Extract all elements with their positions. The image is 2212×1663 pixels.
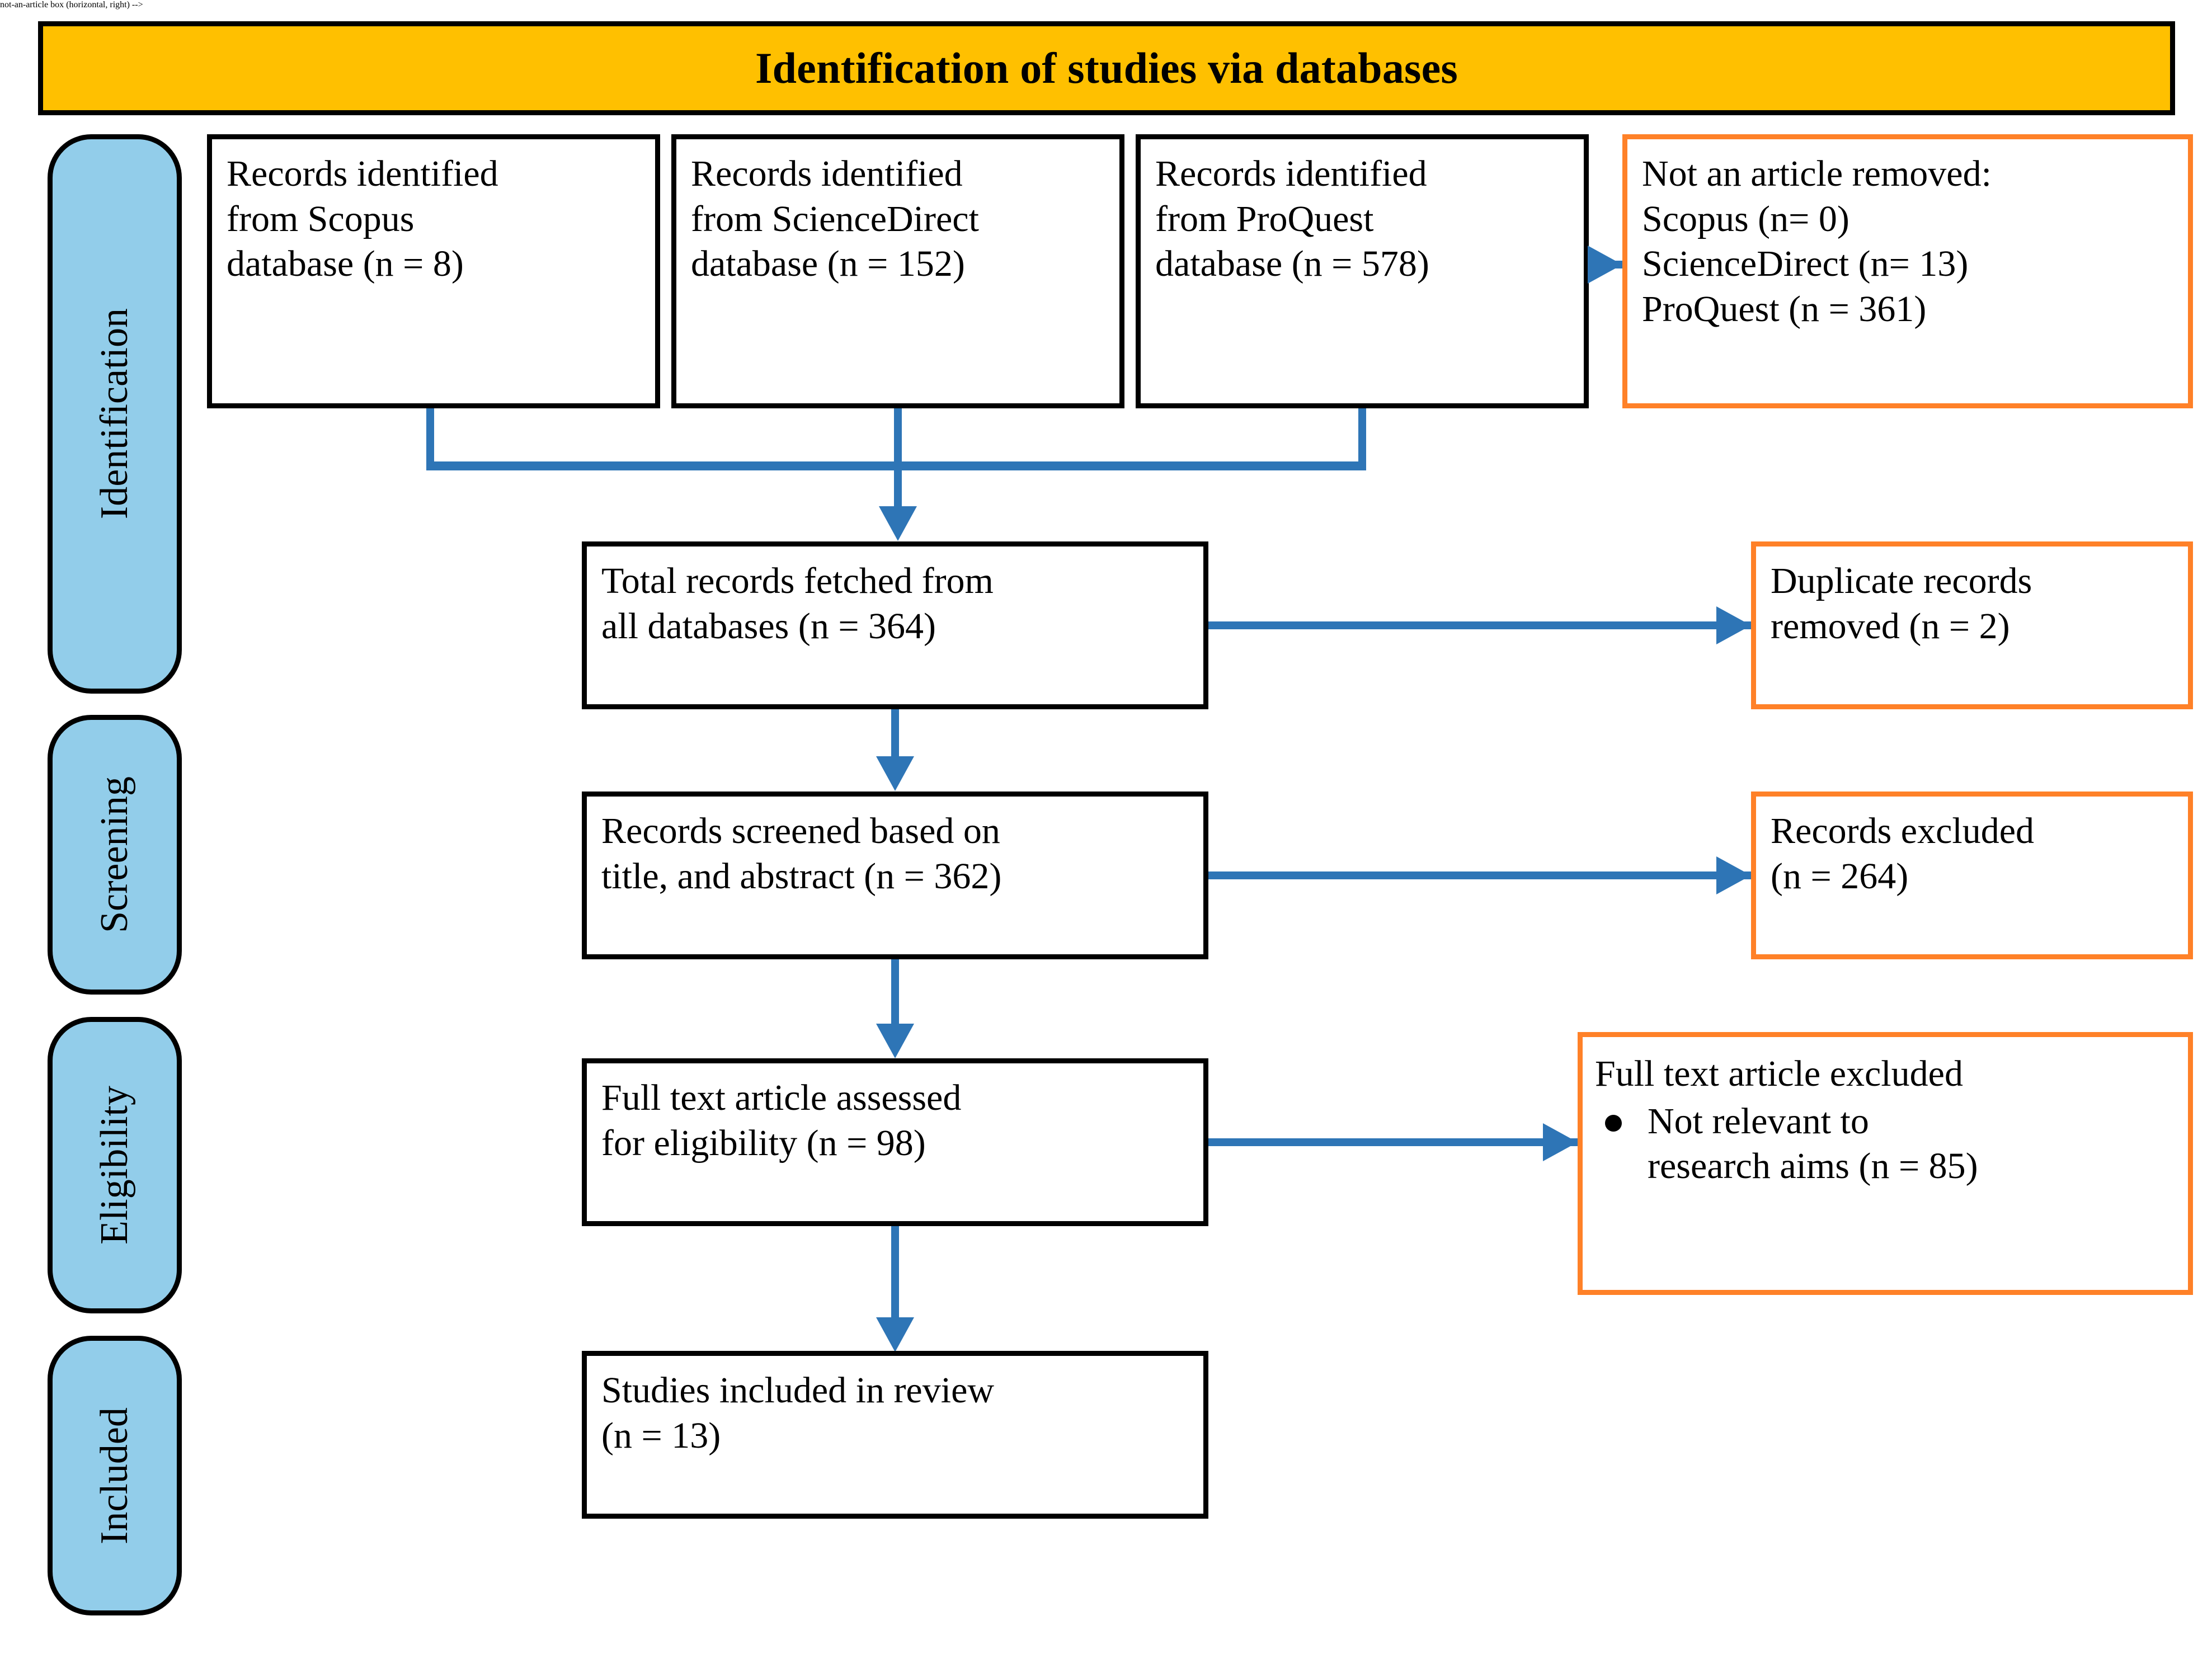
studies-included-line-1: Studies included in review xyxy=(601,1370,995,1411)
source-box-proquest: Records identified from ProQuest databas… xyxy=(1136,134,1589,408)
fulltext-excluded-bullet-item: Not relevant to research aims (n = 85) xyxy=(1595,1099,2176,1189)
records-excluded-line-2: (n = 264) xyxy=(1771,855,1909,897)
fulltext-assessed-line-2: for eligibility (n = 98) xyxy=(601,1122,926,1163)
exclusion-box-not-an-article: Not an article removed: Scopus (n= 0) Sc… xyxy=(1622,134,2193,408)
studies-included-line-2: (n = 13) xyxy=(601,1415,721,1456)
arrowhead-proquest-to-not-article xyxy=(1588,246,1622,284)
exclusion-box-fulltext-excluded: Full text article excluded Not relevant … xyxy=(1578,1032,2193,1295)
source-proquest-line-1: Records identified xyxy=(1155,153,1427,194)
exclusion-box-duplicates: Duplicate records removed (n = 2) xyxy=(1751,541,2193,709)
stage-label-identification: Identification xyxy=(93,308,136,520)
arrowhead-total-to-screened xyxy=(876,756,914,791)
total-fetched-line-2: all databases (n = 364) xyxy=(601,605,936,647)
connector-merge-stem xyxy=(894,461,902,511)
connector-screened-to-fulltext xyxy=(891,959,899,1033)
source-scopus-line-3: database (n = 8) xyxy=(227,243,464,285)
fulltext-excluded-bullet-line-1: Not relevant to xyxy=(1648,1100,1869,1142)
arrowhead-screened-to-fulltext xyxy=(876,1024,914,1058)
connector-sciencedirect-drop xyxy=(894,408,902,468)
stage-pill-included: Included xyxy=(48,1336,182,1615)
arrowhead-screened-to-excluded xyxy=(1716,856,1751,894)
header-banner: Identification of studies via databases xyxy=(38,21,2175,115)
stage-pill-identification: Identification xyxy=(48,134,182,694)
connector-scopus-drop xyxy=(426,408,434,468)
stage-label-screening: Screening xyxy=(93,776,136,933)
connector-total-to-screened xyxy=(891,709,899,765)
stage-pill-screening: Screening xyxy=(48,715,182,995)
bullet-dot-icon xyxy=(1605,1114,1622,1132)
screened-line-2: title, and abstract (n = 362) xyxy=(601,855,1002,897)
total-fetched-line-1: Total records fetched from xyxy=(601,560,994,601)
source-box-sciencedirect: Records identified from ScienceDirect da… xyxy=(671,134,1124,408)
records-excluded-line-1: Records excluded xyxy=(1771,811,2034,851)
arrowhead-fulltext-to-included xyxy=(876,1317,914,1352)
fulltext-assessed-line-1: Full text article assessed xyxy=(601,1077,962,1118)
connector-fulltext-to-included xyxy=(891,1226,899,1326)
connector-screened-to-excluded xyxy=(1208,871,1751,879)
process-box-total-fetched: Total records fetched from all databases… xyxy=(582,541,1208,709)
not-article-line-3: ScienceDirect (n= 13) xyxy=(1642,243,1969,285)
source-scopus-line-1: Records identified xyxy=(227,153,498,194)
process-box-records-screened: Records screened based on title, and abs… xyxy=(582,792,1208,959)
source-scopus-line-2: from Scopus xyxy=(227,198,415,239)
stage-label-included: Included xyxy=(93,1407,136,1544)
duplicates-line-1: Duplicate records xyxy=(1771,560,2032,601)
fulltext-excluded-heading: Full text article excluded xyxy=(1595,1053,1963,1094)
arrowhead-merge-to-total xyxy=(879,506,917,541)
not-article-line-1: Not an article removed: xyxy=(1642,153,1992,194)
duplicates-line-2: removed (n = 2) xyxy=(1771,605,2010,647)
process-box-studies-included: Studies included in review (n = 13) xyxy=(582,1351,1208,1519)
screened-line-1: Records screened based on xyxy=(601,811,1000,851)
stage-pill-eligibility: Eligibility xyxy=(48,1017,182,1313)
source-sciencedirect-line-1: Records identified xyxy=(691,153,963,194)
connector-fulltext-to-excluded xyxy=(1208,1138,1578,1146)
connector-proquest-drop xyxy=(1358,408,1366,468)
stage-label-eligibility: Eligibility xyxy=(93,1086,136,1245)
source-box-scopus: Records identified from Scopus database … xyxy=(207,134,660,408)
not-article-line-4: ProQuest (n = 361) xyxy=(1642,288,1927,329)
arrowhead-fulltext-to-excluded xyxy=(1543,1123,1578,1161)
source-proquest-line-2: from ProQuest xyxy=(1155,198,1374,239)
process-box-fulltext-assessed: Full text article assessed for eligibili… xyxy=(582,1058,1208,1226)
exclusion-box-records-excluded: Records excluded (n = 264) xyxy=(1751,792,2193,959)
page-title: Identification of studies via databases xyxy=(755,44,1458,92)
source-sciencedirect-line-3: database (n = 152) xyxy=(691,243,965,285)
source-proquest-line-3: database (n = 578) xyxy=(1155,243,1429,285)
fulltext-excluded-bullet-text: Not relevant to research aims (n = 85) xyxy=(1648,1099,1978,1189)
fulltext-excluded-bullet-line-2: research aims (n = 85) xyxy=(1648,1146,1978,1187)
connector-total-to-duplicates xyxy=(1208,621,1751,629)
arrowhead-total-to-duplicates xyxy=(1716,606,1751,644)
not-article-line-2: Scopus (n= 0) xyxy=(1642,198,1849,239)
source-sciencedirect-line-2: from ScienceDirect xyxy=(691,198,979,239)
